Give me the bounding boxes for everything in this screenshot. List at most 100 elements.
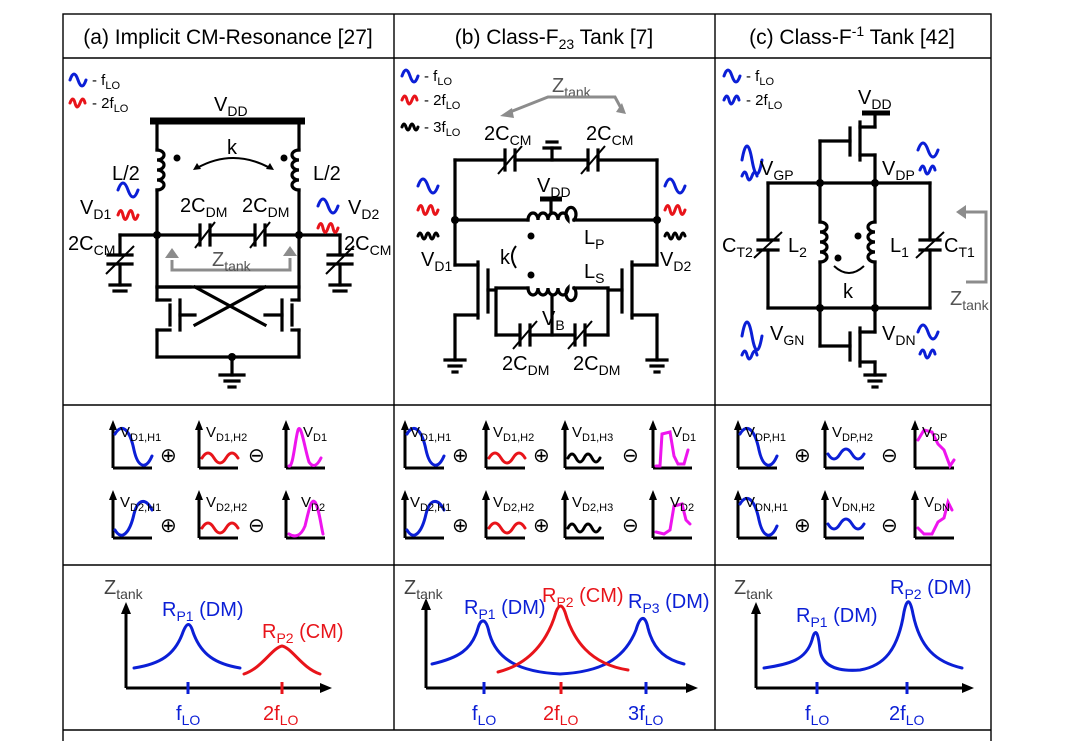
wave-b-top-op-3: ⊖ [622, 445, 639, 467]
waves-b: VD1,H1 ⊕ VD1,H2 ⊕ VD1,H3 ⊖ VD1 VD2,H1 ⊕ [401, 420, 696, 540]
panel-a-schematic: - fLO - 2fLO VDD L/2 L/2 k 2CDM 2CDM [68, 72, 391, 389]
wave-b-bot-op-1: ⊕ [452, 515, 469, 537]
wave-c-top-3-label: VDP [922, 424, 947, 444]
wave-b-bot-op-2: ⊕ [533, 515, 550, 537]
vdd-label-b: VDD [537, 175, 571, 200]
ztank-label-c: Ztank [950, 288, 990, 313]
wave-a-bot-1-label: VD2,H1 [120, 494, 161, 514]
coupling-k-c: k [843, 281, 854, 303]
table-frame [62, 13, 992, 741]
legend-b-2flo: - 2fLO [424, 92, 461, 112]
wave-a-top-op-1: ⊕ [160, 445, 177, 467]
coupling-k-b: k [500, 247, 511, 269]
l1-label: L1 [890, 235, 909, 260]
peak-b-1: RP1 (DM) [464, 597, 546, 622]
wave-c-bot-op-1: ⊕ [794, 515, 811, 537]
inductor-left-label: L/2 [112, 163, 140, 185]
ztank-axis-b: Ztank [404, 577, 444, 602]
wave-b-bot-1-label: VD2,H1 [410, 494, 451, 514]
cdm-right-label-b: 2CDM [573, 353, 620, 378]
legend-a-2flo: - 2fLO [92, 95, 129, 115]
lp-label: LP [584, 227, 604, 252]
wave-b-bot-op-3: ⊖ [622, 515, 639, 537]
ct2-label: CT2 [722, 235, 753, 260]
cdm-left-label-b: 2CDM [502, 353, 549, 378]
ztank-axis-a: Ztank [104, 577, 144, 602]
l2-label: L2 [788, 235, 807, 260]
wave-b-top-op-2: ⊕ [533, 445, 550, 467]
ztank-label-a: Ztank [212, 249, 252, 274]
peak-b-3: RP3 (DM) [628, 591, 710, 616]
panel-c-schematic: - fLO - 2fLO VDD VGP VDP CT2 CT1 [722, 68, 990, 389]
wave-b-bot-4-label: VD2 [670, 494, 694, 514]
wave-a-bot-op-2: ⊖ [248, 515, 265, 537]
wave-c-bot-op-2: ⊖ [881, 515, 898, 537]
ct1-label: CT1 [944, 235, 975, 260]
wave-c-top-1-label: VDP,H1 [745, 424, 786, 444]
vdd-label-c: VDD [858, 87, 892, 112]
wave-b-top-1-label: VD1,H1 [410, 424, 451, 444]
legend-a-flo: - fLO [92, 72, 120, 92]
ccm-right-label-b: 2CCM [586, 123, 633, 148]
peak-a-1: RP1 (DM) [162, 599, 244, 624]
coupling-k-a: k [227, 137, 238, 159]
wave-c-bot-1-label: VDN,H1 [745, 494, 788, 514]
wave-b-bot-3-label: VD2,H3 [572, 494, 613, 514]
wave-c-bot-3-label: VDN [924, 494, 950, 514]
tick-c-2: 2fLO [889, 703, 924, 728]
wave-b-top-2-label: VD1,H2 [493, 424, 534, 444]
wave-a-top-1-label: VD1,H1 [120, 424, 161, 444]
panel-b-title: (b) Class-F23 Tank [7] [455, 26, 653, 52]
vgn-label: VGN [770, 323, 804, 348]
impedance-c: Ztank RP1 (DM) RP2 (DM) fLO 2fLO [734, 577, 974, 728]
wave-b-top-op-1: ⊕ [452, 445, 469, 467]
waves-a: VD1,H1 ⊕ VD1,H2 ⊖ VD1 VD2,H1 ⊕ VD2,H2 ⊖ [109, 420, 327, 540]
ccm-left-label-b: 2CCM [484, 123, 531, 148]
tick-b-2: 2fLO [543, 703, 578, 728]
inductor-right-label: L/2 [313, 163, 341, 185]
vdp-label: VDP [882, 158, 915, 183]
cdm-left-label-a: 2CDM [180, 195, 227, 220]
peak-b-2: RP2 (CM) [542, 585, 624, 610]
peak-c-2: RP2 (DM) [890, 577, 972, 602]
wave-a-top-2-label: VD1,H2 [206, 424, 247, 444]
ccm-left-label-a: 2CCM [68, 233, 115, 258]
wave-a-top-3-label: VD1 [303, 424, 327, 444]
legend-c-2flo: - 2fLO [746, 92, 783, 112]
cdm-right-label-a: 2CDM [242, 195, 289, 220]
wave-b-top-3-label: VD1,H3 [572, 424, 613, 444]
wave-b-bot-2-label: VD2,H2 [493, 494, 534, 514]
wave-a-bot-op-1: ⊕ [160, 515, 177, 537]
wave-c-top-op-1: ⊕ [794, 445, 811, 467]
wave-c-bot-2-label: VDN,H2 [832, 494, 875, 514]
tick-b-1: fLO [472, 703, 496, 728]
tick-a-2: 2fLO [263, 703, 298, 728]
wave-a-bot-3-label: VD2 [301, 494, 325, 514]
wave-a-top-op-2: ⊖ [248, 445, 265, 467]
vd1-label-a: VD1 [80, 197, 111, 222]
legend-b-3flo: - 3fLO [424, 119, 461, 139]
vb-label: VB [542, 308, 565, 333]
ztank-axis-c: Ztank [734, 577, 774, 602]
vd1-label-b: VD1 [421, 249, 452, 274]
vd2-label-b: VD2 [660, 249, 691, 274]
wave-b-top-4-label: VD1 [672, 424, 696, 444]
vdd-label-a: VDD [214, 94, 248, 119]
impedance-a: Ztank RP1 (DM) RP2 (CM) fLO 2fLO [104, 577, 344, 728]
wave-c-top-2-label: VDP,H2 [832, 424, 873, 444]
tick-a-1: fLO [176, 703, 200, 728]
wave-c-top-op-2: ⊖ [881, 445, 898, 467]
legend-b-flo: - fLO [424, 68, 452, 88]
panel-b-schematic: - fLO - 2fLO - 3fLO Ztank 2CCM 2CCM VDD … [400, 68, 691, 378]
ls-label: LS [584, 261, 604, 286]
vdn-label: VDN [882, 323, 916, 348]
vgp-label: VGP [760, 158, 794, 183]
wave-a-bot-2-label: VD2,H2 [206, 494, 247, 514]
peak-c-1: RP1 (DM) [796, 605, 878, 630]
ccm-right-label-a: 2CCM [344, 233, 391, 258]
legend-c-flo: - fLO [746, 68, 774, 88]
impedance-b: Ztank RP1 (DM) RP2 (CM) RP3 (DM) fLO 2fL… [404, 577, 710, 728]
panel-a-title: (a) Implicit CM-Resonance [27] [83, 26, 372, 49]
waves-c: VDP,H1 ⊕ VDP,H2 ⊖ VDP VDN,H1 ⊕ VDN,H2 ⊖ [734, 420, 956, 540]
